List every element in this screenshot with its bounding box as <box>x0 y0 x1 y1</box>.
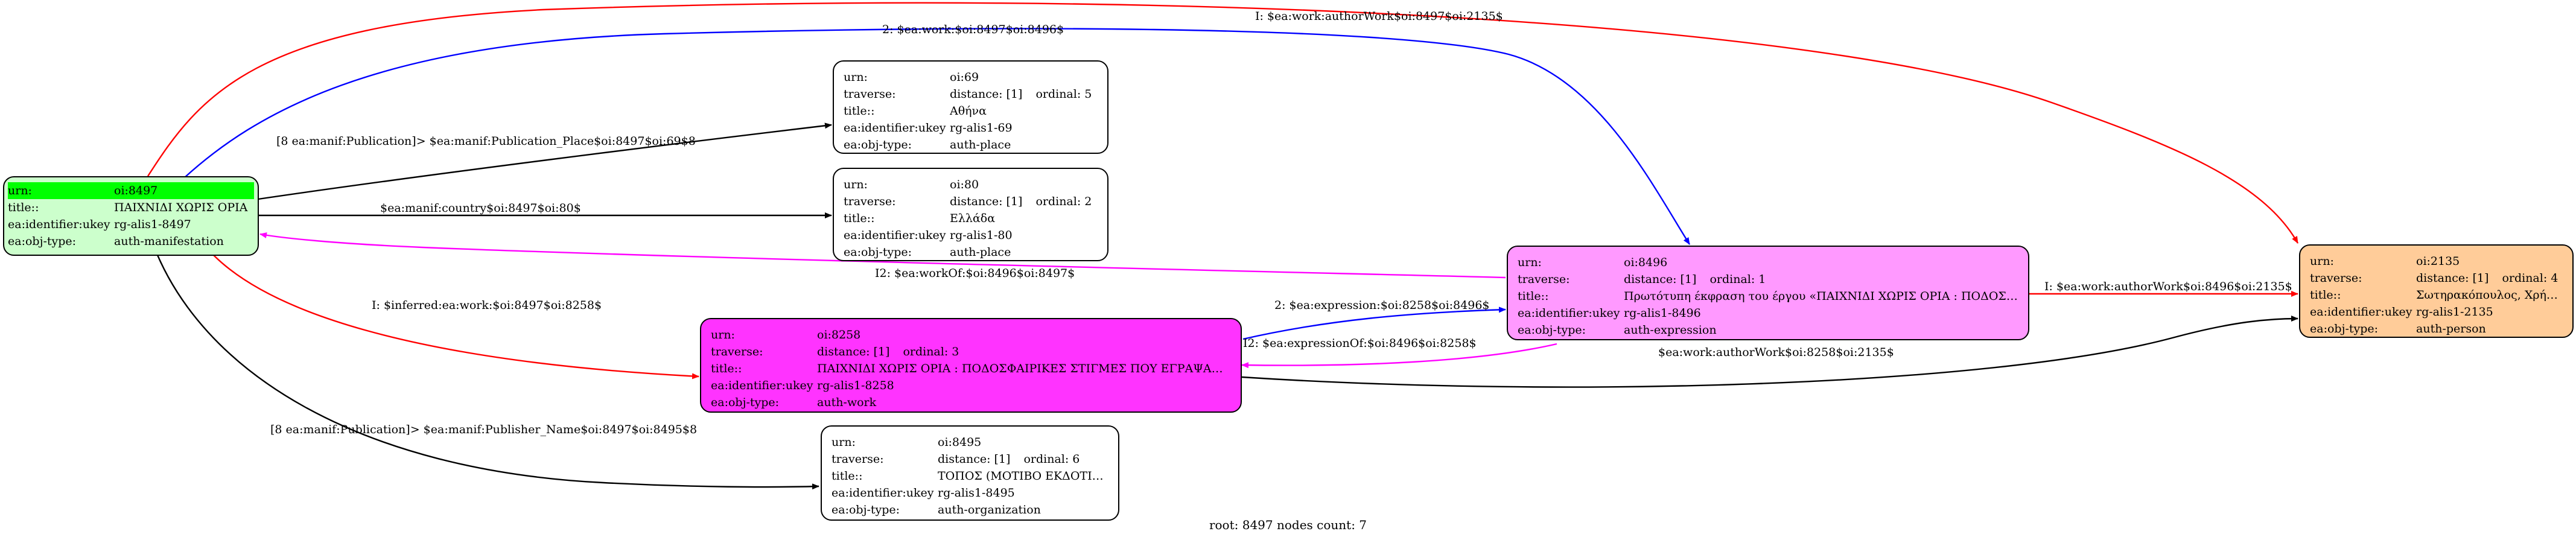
edge-label-expressionof-8496-8258: I2: $ea:expressionOf:$oi:8496$oi:8258$ <box>1243 337 1477 350</box>
node-row-title: title::Πρωτότυπη έκφραση του έργου «ΠΑΙΧ… <box>1518 290 2018 303</box>
node-row-objtype: ea:obj-type:auth-work <box>711 396 877 409</box>
node-row-title: title::Σωτηρακόπουλος, Χρήστος <box>2310 288 2563 302</box>
edge-label-inferred-work-8497-8258: I: $inferred:ea:work:$oi:8497$oi:8258$ <box>372 299 602 312</box>
node-row-objtype: ea:obj-type:auth-place <box>844 138 1011 151</box>
edge-publication-place-8497-69 <box>258 122 832 200</box>
node-row-objtype: ea:obj-type:auth-expression <box>1518 323 1717 337</box>
node-row-urn: urn:oi:69 <box>844 71 979 84</box>
node-row-traverse: traverse:distance: [1]ordinal: 4 <box>2310 272 2559 285</box>
node-row-traverse: traverse:distance: [1]ordinal: 5 <box>844 87 1092 101</box>
edge-expression-8258-8496 <box>1242 307 1506 340</box>
node-row-objtype: ea:obj-type:auth-manifestation <box>8 235 224 248</box>
edge-inferred-work-8497-8258 <box>199 238 699 380</box>
edge-label-publication-place-8497-69: [8 ea:manif:Publication]> $ea:manif:Publ… <box>276 135 696 148</box>
edge-authorwork-8497-2135 <box>147 2 2299 244</box>
node-row-traverse: traverse:distance: [1]ordinal: 3 <box>711 345 959 358</box>
edge-work-8497-8496 <box>183 28 1691 245</box>
edge-label-publisher-name-8497-8495: [8 ea:manif:Publication]> $ea:manif:Publ… <box>270 423 697 436</box>
node-row-urn: urn:oi:8497 <box>8 182 254 199</box>
node-row-objtype: ea:obj-type:auth-person <box>2310 322 2486 335</box>
edge-label-authorwork-8258-2135: $ea:work:authorWork$oi:8258$oi:2135$ <box>1658 346 1894 359</box>
edge-label-workof-8496-8497: I2: $ea:workOf:$oi:8496$oi:8497$ <box>875 267 1075 280</box>
edge-authorwork-8258-2135 <box>1241 316 2298 388</box>
node-row-title: title::Αθήνα <box>844 104 987 118</box>
node-row-urn: urn:oi:8258 <box>711 328 861 341</box>
graph-caption: root: 8497 nodes count: 7 <box>1209 518 1367 532</box>
node-oi-2135[interactable]: urn:oi:2135 traverse:distance: [1]ordina… <box>2299 244 2574 338</box>
node-oi-8258[interactable]: urn:oi:8258 traverse:distance: [1]ordina… <box>700 318 1242 413</box>
node-row-urn: urn:oi:80 <box>844 178 979 191</box>
node-row-objtype: ea:obj-type:auth-place <box>844 246 1011 259</box>
node-oi-8496[interactable]: urn:oi:8496 traverse:distance: [1]ordina… <box>1507 246 2029 340</box>
node-row-urn: urn:oi:8496 <box>1518 256 1668 269</box>
node-row-traverse: traverse:distance: [1]ordinal: 6 <box>832 453 1080 466</box>
node-row-traverse: traverse:distance: [1]ordinal: 1 <box>1518 273 1766 286</box>
edge-label-country-8497-80: $ea:manif:country$oi:8497$oi:80$ <box>380 202 581 215</box>
node-oi-69[interactable]: urn:oi:69 traverse:distance: [1]ordinal:… <box>833 60 1108 154</box>
edge-label-work-8497-8496: 2: $ea:work:$oi:8497$oi:8496$ <box>882 23 1064 36</box>
node-row-traverse: traverse:distance: [1]ordinal: 2 <box>844 195 1092 208</box>
node-row-title: title::ΠΑΙΧΝΙΔΙ ΧΩΡΙΣ ΟΡΙΑ : ΠΟΔΟΣΦΑΙΡΙΚ… <box>711 362 1231 375</box>
node-row-objtype: ea:obj-type:auth-organization <box>832 503 1041 516</box>
node-row-urn: urn:oi:8495 <box>832 436 982 449</box>
node-row-title: title::ΤΟΠΟΣ (ΜΟΤΙΒΟ ΕΚΔΟΤΙΚΗ) <box>832 469 1108 483</box>
node-row-title: title::Ελλάδα <box>844 212 996 225</box>
edge-label-authorwork-8496-2135: I: $ea:work:authorWork$oi:8496$oi:2135$ <box>2044 280 2292 293</box>
edge-publisher-name-8497-8495 <box>150 238 819 490</box>
node-oi-80[interactable]: urn:oi:80 traverse:distance: [1]ordinal:… <box>833 168 1108 261</box>
edge-expressionof-8496-8258 <box>1241 343 1557 369</box>
node-row-title: title::ΠΑΙΧΝΙΔΙ ΧΩΡΙΣ ΟΡΙΑ <box>8 201 248 214</box>
node-row-urn: urn:oi:2135 <box>2310 255 2460 268</box>
edge-workof-8496-8497 <box>259 232 1506 279</box>
edge-label-expression-8258-8496: 2: $ea:expression:$oi:8258$oi:8496$ <box>1274 299 1490 312</box>
edge-label-authorwork-8497-2135: I: $ea:work:authorWork$oi:8497$oi:2135$ <box>1255 10 1503 23</box>
node-oi-8497[interactable]: urn:oi:8497 title::ΠΑΙΧΝΙΔΙ ΧΩΡΙΣ ΟΡΙΑ e… <box>3 176 259 256</box>
node-oi-8495[interactable]: urn:oi:8495 traverse:distance: [1]ordina… <box>821 425 1119 521</box>
